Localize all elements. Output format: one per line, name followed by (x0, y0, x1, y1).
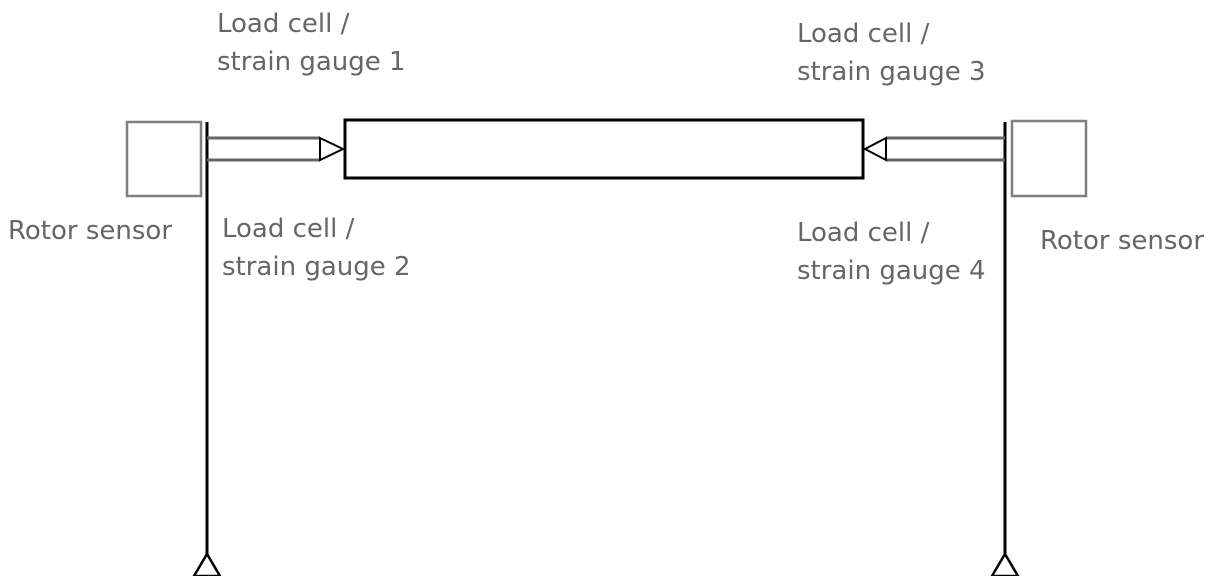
specimen-beam (343, 118, 865, 180)
rotor-sensor-box-right (1010, 119, 1088, 198)
left-arrowhead (319, 136, 346, 162)
load-cell-3-line1: Load cell / (797, 19, 930, 49)
load-cell-4-label: Load cell / strain gauge 4 (797, 214, 986, 290)
load-cell-1-line1: Load cell / (217, 9, 350, 39)
rotor-sensor-left-label: Rotor sensor (8, 216, 173, 246)
load-cell-4-line2: strain gauge 4 (797, 256, 986, 286)
load-cell-2-label: Load cell / strain gauge 2 (222, 210, 411, 286)
right-pin-support (990, 551, 1020, 576)
load-cell-1-line2: strain gauge 1 (217, 47, 406, 77)
left-pin-support (192, 551, 222, 576)
rotor-sensor-right-label: Rotor sensor (1040, 226, 1205, 256)
right-arrowhead (862, 136, 887, 162)
load-cell-3-line2: strain gauge 3 (797, 57, 986, 87)
load-cell-4-line1: Load cell / (797, 218, 930, 248)
load-cell-2-line2: strain gauge 2 (222, 252, 411, 282)
load-cell-2-line1: Load cell / (222, 214, 355, 244)
rotor-sensor-box-left (125, 120, 203, 198)
load-cell-3-label: Load cell / strain gauge 3 (797, 15, 986, 91)
load-cell-1-label: Load cell / strain gauge 1 (217, 5, 406, 81)
